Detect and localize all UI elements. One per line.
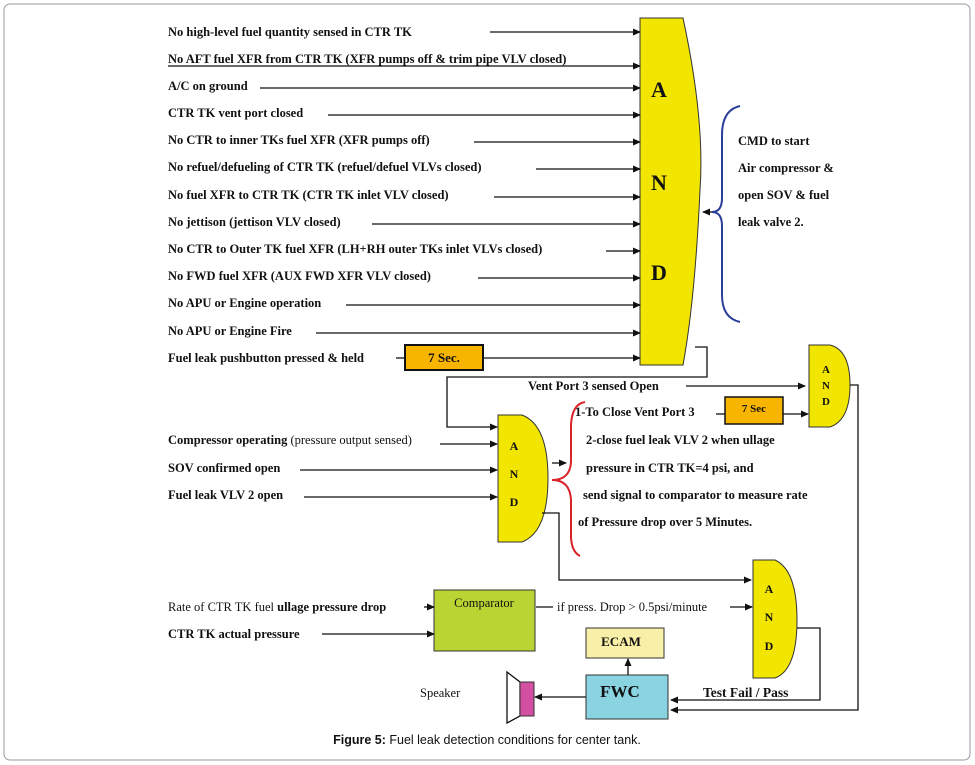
condition-label: No high-level fuel quantity sensed in CT… xyxy=(168,25,412,39)
gate-letter: A xyxy=(765,582,774,596)
gate-letter: A xyxy=(822,364,830,376)
gate-letter: N xyxy=(822,380,830,392)
condition-label: A/C on ground xyxy=(168,79,248,93)
condition-label: CTR TK vent port closed xyxy=(168,106,303,120)
timer-7sec-main xyxy=(404,344,484,371)
action-line: 1-To Close Vent Port 3 xyxy=(575,405,695,419)
result-and-gate xyxy=(752,559,798,679)
action-line: pressure in CTR TK=4 psi, and xyxy=(586,461,754,475)
comparator-condition: if press. Drop > 0.5psi/minute xyxy=(557,600,708,614)
speaker-label: Speaker xyxy=(420,686,461,700)
comparator-label: Comparator xyxy=(454,596,515,610)
cmd-line: leak valve 2. xyxy=(738,215,804,229)
condition-label: No AFT fuel XFR from CTR TK (XFR pumps o… xyxy=(168,52,566,66)
gate-letter: D xyxy=(651,260,667,285)
condition-label: Fuel leak pushbutton pressed & held xyxy=(168,351,364,365)
ecam-box xyxy=(585,627,665,659)
actions-brace xyxy=(551,401,586,557)
gate-letter: N xyxy=(510,467,519,481)
figure-caption: Figure 5: Fuel leak detection conditions… xyxy=(333,733,641,747)
cmd-line: open SOV & fuel xyxy=(738,188,830,202)
condition-label: No APU or Engine operation xyxy=(168,296,321,310)
fuel-leak-vlv-label: Fuel leak VLV 2 open xyxy=(168,488,283,502)
condition-label: No APU or Engine Fire xyxy=(168,324,292,338)
compressor-label: Compressor operating (pressure output se… xyxy=(168,433,412,447)
condition-label: No fuel XFR to CTR TK (CTR TK inlet VLV … xyxy=(168,188,449,202)
test-result-label: Test Fail / Pass xyxy=(703,685,788,700)
ecam-label: ECAM xyxy=(601,634,641,649)
gate-letter: A xyxy=(510,439,519,453)
fwc-label: FWC xyxy=(600,682,640,701)
figure-frame xyxy=(3,3,971,761)
vent-port-label: Vent Port 3 sensed Open xyxy=(528,379,659,393)
action-line: 2-close fuel leak VLV 2 when ullage xyxy=(586,433,775,447)
condition-inputs: No high-level fuel quantity sensed in CT… xyxy=(168,25,641,371)
action-line: of Pressure drop over 5 Minutes. xyxy=(578,515,752,529)
sov-label: SOV confirmed open xyxy=(168,461,280,475)
timer-7sec-vent xyxy=(724,396,784,425)
cmd-line: CMD to start xyxy=(738,134,810,148)
timer-label: 7 Sec. xyxy=(428,350,460,365)
gate-letter: D xyxy=(822,396,830,408)
condition-label: No CTR to Outer TK fuel XFR (LH+RH outer… xyxy=(168,242,542,256)
gate-letter: A xyxy=(651,77,667,102)
gate-letter: D xyxy=(765,639,774,653)
cmd-line: Air compressor & xyxy=(738,161,834,175)
comparator-input-rate: Rate of CTR TK fuel ullage pressure drop xyxy=(168,600,386,614)
condition-label: No refuel/defueling of CTR TK (refuel/de… xyxy=(168,160,482,174)
condition-label: No CTR to inner TKs fuel XFR (XFR pumps … xyxy=(168,133,430,147)
condition-label: No jettison (jettison VLV closed) xyxy=(168,215,341,229)
action-line: send signal to comparator to measure rat… xyxy=(583,488,808,502)
gate-letter: D xyxy=(510,495,519,509)
mid-and-gate xyxy=(497,414,549,543)
comparator-input-pressure: CTR TK actual pressure xyxy=(168,627,300,641)
main-and-gate xyxy=(639,17,702,366)
cmd-brace xyxy=(711,105,741,323)
comparator-box xyxy=(433,589,536,652)
speaker-icon xyxy=(506,670,535,725)
gate-letter: N xyxy=(765,610,774,624)
timer-label: 7 Sec xyxy=(742,403,766,415)
gate-letter: N xyxy=(651,170,667,195)
condition-label: No FWD fuel XFR (AUX FWD XFR VLV closed) xyxy=(168,269,431,283)
